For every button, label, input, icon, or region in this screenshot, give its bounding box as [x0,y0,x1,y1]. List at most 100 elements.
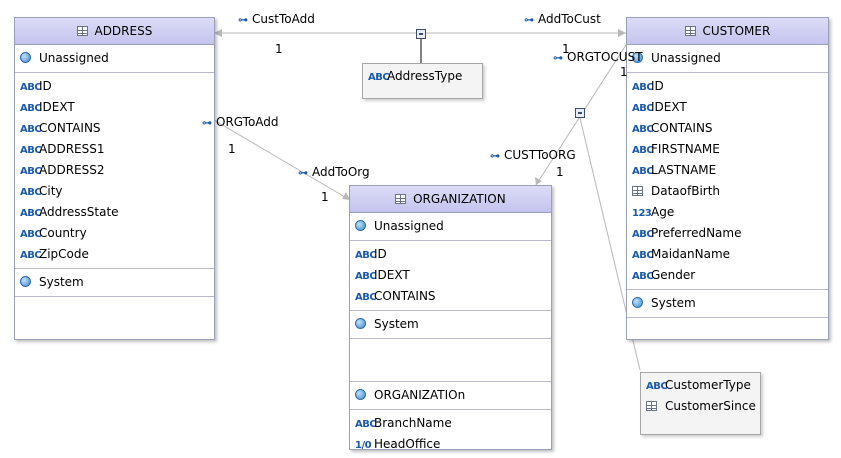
attribute-row[interactable]: Unassigned [15,48,214,69]
attribute-row[interactable]: ABCCONTAINS [627,118,828,139]
attribute-row[interactable]: ABCID [350,244,551,265]
link-icon: ⊶ [202,118,212,129]
date-table-icon [646,396,664,417]
attribute-row[interactable]: ABCFIRSTNAME [627,139,828,160]
text-type-icon: ABC [355,419,377,430]
text-type-icon: ABC [20,250,42,261]
attribute-row[interactable]: ABCLASTNAME [627,160,828,181]
link-label-cust-to-org[interactable]: ⊶CUSTToORG [490,148,576,162]
attribute-row[interactable]: ABCADDRESS1 [15,139,214,160]
cardinality-marker: 1 [562,42,570,56]
attribute-row[interactable]: System [627,293,828,314]
text-type-icon: ABC [20,229,42,240]
text-type-icon: ABC [632,145,654,156]
attribute-row[interactable]: ABCIDEXT [350,265,551,286]
address-type-box[interactable]: ABCAddressType [362,63,483,99]
link-label-orgtocust[interactable]: ⊶ORGTOCUST [553,50,643,64]
attribute-label: ID [374,247,387,261]
table-icon [684,26,696,36]
arrow-to-customer [618,29,626,37]
attribute-section [15,297,214,339]
mini-field-list: ABCAddressType [363,66,482,87]
attribute-section: System [350,311,551,339]
link-icon: ⊶ [553,53,563,64]
entity-header: ORGANIZATION [350,186,551,213]
attribute-row[interactable]: ABCAddressState [15,202,214,223]
attribute-label: CONTAINS [39,121,101,135]
attribute-row[interactable]: CustomerSince [641,396,760,417]
attribute-label: AddressType [387,69,463,83]
collapse-toggle-customer-extra[interactable] [575,108,585,118]
attribute-row[interactable]: ABCCONTAINS [15,118,214,139]
number-type-icon: 123 [632,208,652,219]
attribute-section [350,339,551,382]
attribute-label: System [374,317,419,331]
entity-title: ADDRESS [94,24,153,38]
arrow-to-organization-2 [535,177,542,185]
attribute-section: Unassigned [15,45,214,73]
table-icon [76,26,88,36]
attribute-label: CONTAINS [374,289,436,303]
link-label-add-to-org[interactable]: ⊶AddToOrg [298,165,370,179]
link-label-cust-to-add[interactable]: ⊶CustToAdd [238,12,315,26]
attribute-row[interactable]: System [350,314,551,335]
attribute-label: BranchName [374,416,452,430]
text-type-icon: ABC [632,229,654,240]
attribute-row[interactable]: System [15,272,214,293]
collapse-toggle-address-type[interactable] [416,29,426,39]
attribute-row[interactable]: ABCCustomerType [641,375,760,396]
text-type-icon: ABC [632,82,654,93]
link-label-add-to-cust[interactable]: ⊶AddToCust [524,12,601,26]
link-icon: ⊶ [524,15,534,26]
attribute-row[interactable]: ABCMaidanName [627,244,828,265]
attribute-label: PreferredName [651,226,742,240]
attribute-label: City [39,184,63,198]
cardinality-marker: 1 [620,65,628,79]
attribute-row[interactable]: ABCPreferredName [627,223,828,244]
attribute-row[interactable]: ORGANIZATIOn [350,385,551,406]
attribute-row[interactable]: ABCAddressType [363,66,482,87]
attribute-row[interactable]: 123Age [627,202,828,223]
text-type-icon: ABC [632,250,654,261]
entity-title: CUSTOMER [702,24,771,38]
link-icon: ⊶ [298,168,308,179]
attribute-label: LASTNAME [651,163,717,177]
text-type-icon: ABC [20,208,42,219]
attribute-label: AddressState [39,205,119,219]
line-address-organization [213,119,351,201]
attribute-label: ID [39,79,52,93]
cardinality-marker: 1 [228,142,236,156]
attribute-label: DataofBirth [651,184,721,198]
attribute-row[interactable]: ABCADDRESS2 [15,160,214,181]
text-type-icon: ABC [632,103,654,114]
attribute-row[interactable]: Unassigned [350,216,551,237]
attribute-row[interactable]: ABCIDEXT [627,97,828,118]
attribute-label: System [39,275,84,289]
attribute-row[interactable]: Unassigned [627,48,828,69]
attribute-row[interactable]: ABCCity [15,181,214,202]
attribute-row[interactable]: ABCID [627,76,828,97]
attribute-group-icon [355,385,373,406]
attribute-label: ADDRESS1 [39,142,105,156]
attribute-row[interactable]: ABCCONTAINS [350,286,551,307]
attribute-row[interactable]: ABCCountry [15,223,214,244]
attribute-row[interactable]: ABCBranchName [350,413,551,434]
attribute-label: ORGANIZATIOn [374,388,466,402]
attribute-row[interactable]: ABCIDEXT [15,97,214,118]
attribute-row[interactable]: ABCGender [627,265,828,286]
attribute-row[interactable]: ABCID [15,76,214,97]
attribute-label: Age [651,205,675,219]
link-label-org-to-add[interactable]: ⊶ORGToAdd [202,115,279,129]
text-type-icon: ABC [355,292,377,303]
attribute-row[interactable]: DataofBirth [627,181,828,202]
attribute-section: Unassigned [350,213,551,241]
attribute-row[interactable]: ABCZipCode [15,244,214,265]
